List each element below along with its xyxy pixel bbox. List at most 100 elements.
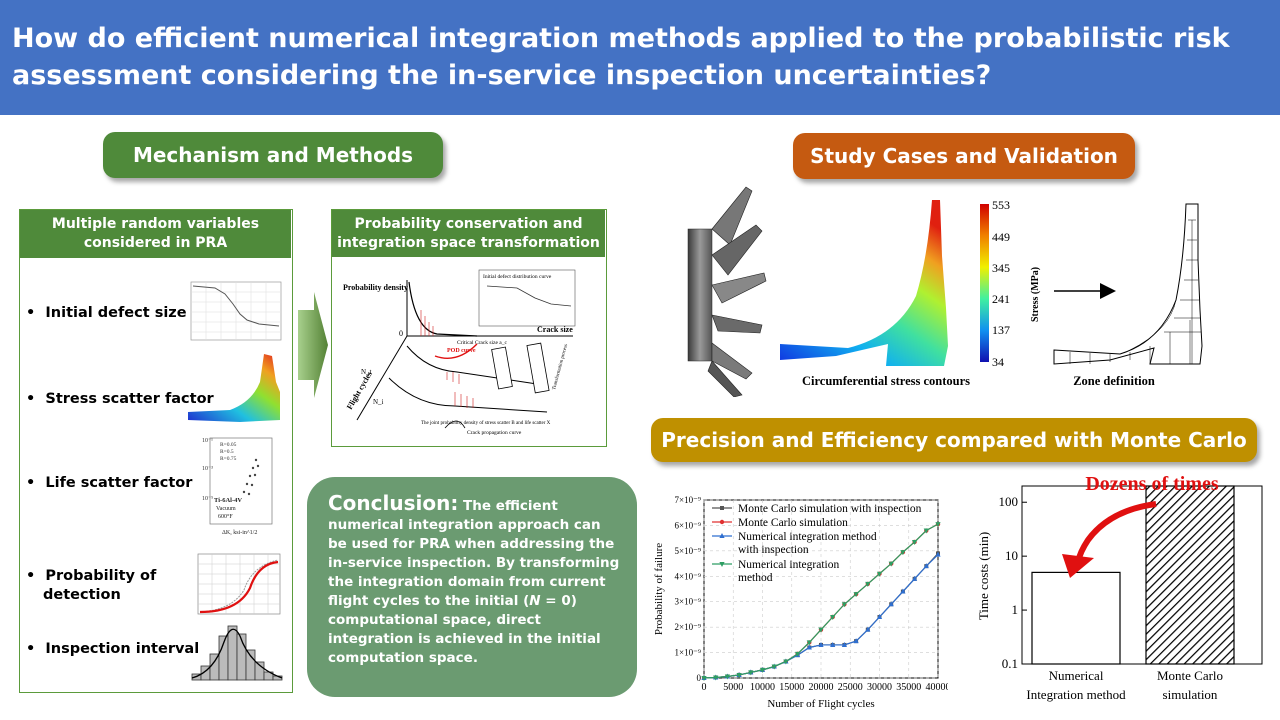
- title-banner: [0, 0, 1280, 115]
- data-point: [900, 588, 906, 594]
- variable-label: Inspection interval: [45, 641, 200, 657]
- legend-label: method: [738, 572, 773, 584]
- contour-caption: Circumferential stress contours: [801, 374, 971, 388]
- section-study-heading: Study Cases and Validation: [793, 133, 1135, 179]
- x-tick-label: 20000: [809, 682, 834, 693]
- data-point: [806, 644, 812, 650]
- data-point: [818, 627, 824, 633]
- data-point: [888, 601, 894, 607]
- colorbar-tick: 553: [992, 198, 1010, 212]
- variable-label: Probability of detection: [43, 568, 157, 603]
- colorbar-tick: 241: [992, 292, 1010, 306]
- x-tick-label: 25000: [838, 682, 863, 693]
- variable-label: Stress scatter factor: [45, 391, 214, 407]
- legend-label: Monte Carlo simulation with inspection: [738, 503, 922, 515]
- line-chart-legend: Monte Carlo simulation with inspectionMo…: [712, 503, 922, 584]
- compressor-model-image: [687, 186, 767, 397]
- data-point: [935, 522, 941, 528]
- initial-defect-thumbnail: [190, 281, 282, 341]
- data-point: [713, 675, 719, 681]
- data-point: [736, 672, 742, 678]
- pod-curve-label: POD curve: [447, 348, 476, 354]
- stress-scatter-thumbnail: [188, 354, 280, 422]
- bar-chart-bars: [1031, 485, 1235, 665]
- transformation-label: Transformation process: [552, 344, 569, 391]
- stress-colorbar: 553 449 345 241 137 34 Stress (MPa): [980, 198, 1041, 369]
- inspection-histogram-thumbnail: [191, 625, 283, 681]
- line-chart-xlabel: Number of Flight cycles: [767, 698, 874, 710]
- variable-label: Initial defect size: [45, 305, 187, 321]
- colorbar-tick: 34: [992, 355, 1004, 369]
- line-chart-plot-area: [703, 499, 939, 679]
- data-point: [876, 613, 883, 619]
- y-tick-label: 6×10⁻⁹: [675, 520, 701, 530]
- data-point: [806, 640, 812, 646]
- legend-marker: [719, 533, 725, 538]
- random-variables-title: Multiple random variables considered in …: [20, 210, 291, 258]
- data-point: [923, 528, 929, 534]
- inset-title: Initial defect distribution curve: [483, 273, 552, 280]
- x-tick-label: 0: [702, 682, 707, 693]
- x-tick-label: 35000: [896, 682, 921, 693]
- integration-space-diagram: Probability density Crack size Flight cy…: [343, 269, 576, 436]
- life-scatter-thumbnail: 10⁻¹ 10⁻³ 10⁻⁵ R=0.05 R=0.5 R=0.75 Ti-6A…: [202, 437, 273, 536]
- data-point: [912, 539, 918, 545]
- y-tick-label: 0: [697, 673, 702, 683]
- data-point: [830, 641, 836, 647]
- line-chart-series: [701, 521, 941, 681]
- life-xlabel: ΔK, ksi-in^1/2: [222, 530, 257, 536]
- data-point: [748, 670, 754, 676]
- legend-marker: [719, 519, 725, 525]
- svg-text:10⁻⁵: 10⁻⁵: [202, 496, 213, 502]
- conclusion-body-start: The efficient numerical integration appr…: [328, 498, 620, 609]
- x-tick-label: 15000: [779, 682, 804, 693]
- life-legend-item: R=0.75: [220, 456, 237, 462]
- legend-label: Numerical integration: [738, 559, 839, 571]
- bar: [1031, 571, 1121, 665]
- line-chart-ylabel: Probability of failure: [653, 543, 665, 635]
- origin-label: 0: [399, 329, 403, 338]
- data-point: [888, 561, 894, 567]
- y-tick-label: 5×10⁻⁹: [675, 546, 701, 556]
- prob-density-label: Probability density: [343, 283, 408, 292]
- colorbar-tick: 449: [992, 230, 1010, 244]
- data-point: [701, 676, 707, 681]
- data-point: [795, 651, 801, 657]
- y-tick-label: 2×10⁻⁹: [675, 622, 701, 632]
- bar-category-label: Integration method: [1026, 687, 1126, 702]
- data-point: [759, 667, 766, 673]
- data-point: [865, 626, 871, 632]
- right-arrow-icon: [1054, 283, 1116, 299]
- line-chart-y-ticks: 01×10⁻⁹2×10⁻⁹3×10⁻⁹4×10⁻⁹5×10⁻⁹6×10⁻⁹7×1…: [675, 495, 702, 683]
- data-point: [783, 659, 789, 665]
- probability-transform-title: Probability conservation and integration…: [332, 210, 605, 257]
- page-title: How do efficient numerical integration m…: [12, 23, 1230, 91]
- zone-caption: Zone definition: [1073, 374, 1155, 388]
- joint-pdf-label: The joint probability density of stress …: [421, 421, 551, 426]
- conclusion-body-end: = 0) computational space, direct integra…: [328, 593, 601, 666]
- variable-item: • Initial defect size: [26, 305, 187, 321]
- legend-label: Numerical integration method: [738, 531, 877, 543]
- x-tick-label: 5000: [723, 682, 743, 693]
- variable-item: • Inspection interval: [26, 641, 200, 657]
- conclusion-heading: Conclusion:: [328, 491, 459, 515]
- stress-contour-image: [780, 200, 948, 366]
- y-tick-label: 7×10⁻⁹: [675, 495, 701, 505]
- y-tick-label: 4×10⁻⁹: [675, 571, 701, 581]
- pod-thumbnail: [197, 553, 281, 615]
- conclusion-text: Conclusion: The efficient numerical inte…: [328, 491, 620, 668]
- crack-prop-label: Crack propagation curve: [467, 430, 522, 436]
- x-tick-label: 40000: [926, 682, 949, 693]
- data-point: [865, 581, 871, 587]
- bar-category-label: simulation: [1163, 687, 1218, 702]
- data-point: [818, 641, 824, 647]
- data-point: [853, 592, 859, 598]
- legend-label: with inspection: [738, 544, 809, 556]
- data-point: [771, 664, 777, 670]
- bar-category-label: Monte Carlo: [1157, 668, 1223, 683]
- life-legend-item: R=0.5: [220, 449, 234, 455]
- life-env-note: Vacuum: [216, 506, 236, 512]
- crack-size-label: Crack size: [537, 325, 573, 334]
- colorbar-tick: 137: [992, 323, 1010, 337]
